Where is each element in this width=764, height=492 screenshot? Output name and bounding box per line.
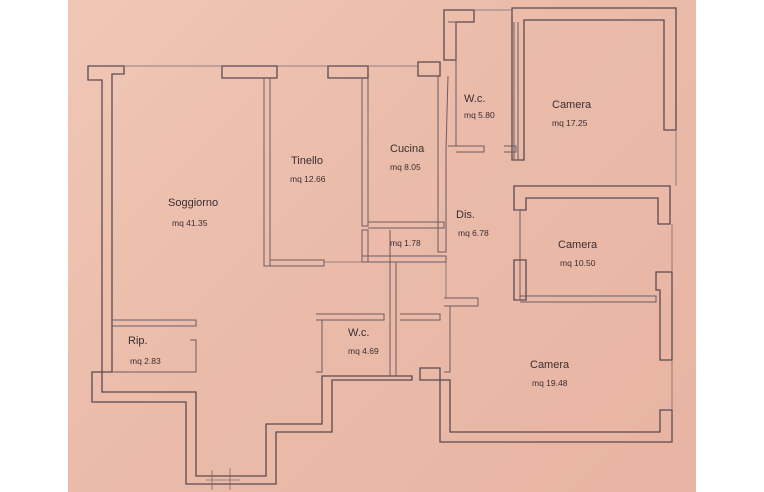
room-name: Camera — [558, 239, 598, 251]
room-soggiorno: Soggiorno mq 41.35 — [168, 197, 218, 228]
room-name: Camera — [552, 99, 592, 111]
room-name: Tinello — [291, 155, 323, 167]
room-area: mq 12.66 — [290, 174, 326, 184]
room-tinello: Tinello mq 12.66 — [290, 155, 326, 184]
room-area: mq 2.83 — [130, 356, 161, 366]
room-dis: Dis. mq 6.78 — [456, 209, 489, 238]
room-name: Soggiorno — [168, 197, 218, 209]
paper-sheet — [68, 0, 696, 492]
room-area: mq 1.78 — [390, 238, 421, 248]
room-area: mq 5.80 — [464, 110, 495, 120]
room-camera-2: Camera mq 10.50 — [558, 239, 598, 268]
room-cucina: Cucina mq 8.05 — [390, 143, 425, 172]
room-area: mq 19.48 — [532, 378, 568, 388]
room-area: mq 41.35 — [172, 218, 208, 228]
room-camera-3: Camera mq 19.48 — [530, 359, 570, 388]
room-closet: mq 1.78 — [390, 238, 421, 248]
room-name: W.c. — [464, 93, 485, 105]
room-wc-2: W.c. mq 4.69 — [348, 327, 379, 356]
room-name: W.c. — [348, 327, 369, 339]
room-area: mq 17.25 — [552, 118, 588, 128]
door-marks — [124, 9, 677, 490]
interior-walls — [112, 21, 657, 376]
room-area: mq 10.50 — [560, 258, 596, 268]
room-area: mq 8.05 — [390, 162, 421, 172]
room-rip: Rip. mq 2.83 — [128, 335, 161, 366]
room-area: mq 4.69 — [348, 346, 379, 356]
room-camera-1: Camera mq 17.25 — [552, 99, 592, 128]
room-name: Rip. — [128, 335, 148, 347]
room-name: Cucina — [390, 143, 425, 155]
room-area: mq 6.78 — [458, 228, 489, 238]
room-name: Camera — [530, 359, 570, 371]
room-name: Dis. — [456, 209, 475, 221]
room-wc-1: W.c. mq 5.80 — [464, 93, 495, 120]
